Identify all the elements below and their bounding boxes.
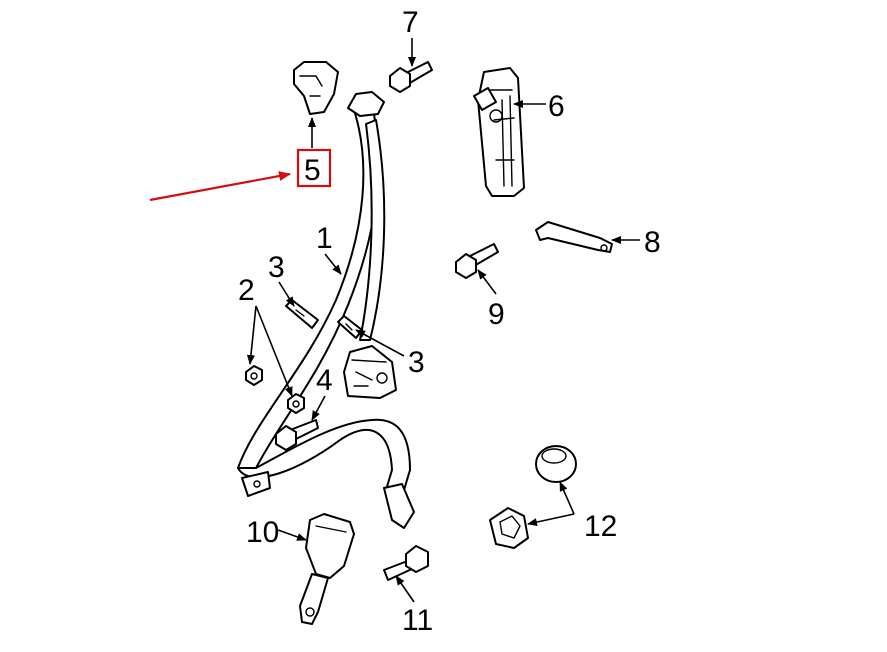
- bushing-12b: [489, 507, 529, 549]
- bracket-8: [535, 221, 613, 253]
- callout-11: 11: [402, 604, 433, 637]
- callout-2: 2: [238, 274, 255, 307]
- belt-retractor: [343, 345, 397, 399]
- nut-2b: [287, 393, 305, 414]
- callout-5: 5: [304, 154, 321, 187]
- callout-9: 9: [488, 298, 505, 331]
- bushing-12a: [535, 445, 577, 483]
- bolt-4: [275, 419, 319, 451]
- callout-3a: 3: [268, 251, 285, 284]
- guide-cover-5: [293, 61, 339, 115]
- seat-belt-webbing: [237, 91, 415, 529]
- nut-2a: [245, 365, 263, 386]
- bolt-9: [455, 243, 499, 279]
- callout-6: 6: [548, 90, 565, 123]
- callout-8: 8: [644, 226, 661, 259]
- callout-1: 1: [316, 222, 333, 255]
- callout-labels: 1 2 3 3 4 5 6 7 8 9 10 11 12: [238, 6, 661, 637]
- bolt-7: [389, 61, 433, 93]
- callout-4: 4: [316, 364, 333, 397]
- buckle-10: [299, 513, 355, 625]
- highlight-box: [296, 148, 332, 188]
- bolt-11: [383, 545, 429, 581]
- clip-3a: [285, 299, 319, 329]
- callout-10: 10: [246, 516, 279, 549]
- height-adjuster-6: [473, 67, 525, 197]
- callout-3b: 3: [408, 346, 425, 379]
- clip-3b: [337, 315, 363, 339]
- callout-12: 12: [584, 510, 617, 543]
- callout-7: 7: [402, 6, 419, 39]
- leader-lines: [149, 38, 640, 603]
